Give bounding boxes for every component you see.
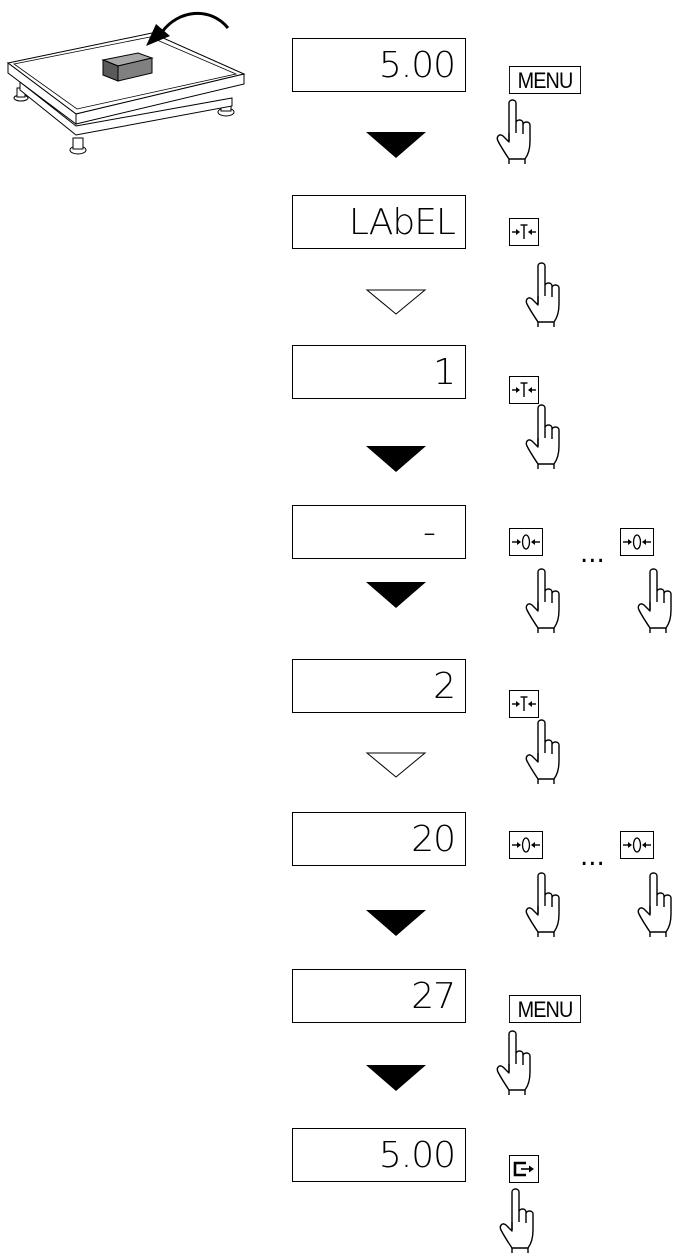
display-value: - <box>423 509 435 557</box>
tare-key[interactable] <box>509 218 539 246</box>
display-step-4: - <box>292 505 466 559</box>
menu-key-step-1[interactable]: MENU <box>509 66 581 94</box>
arrow-down-filled-icon <box>366 910 426 936</box>
display-value: 27 <box>411 973 455 1021</box>
pointing-hand-icon <box>524 566 564 634</box>
display-step-7: 27 <box>292 969 466 1023</box>
pointing-hand-icon <box>524 260 564 328</box>
pointing-hand-icon <box>498 1186 538 1254</box>
tare-key[interactable] <box>509 690 539 718</box>
display-value: 1 <box>433 349 455 397</box>
pointing-hand-icon <box>524 717 564 785</box>
pointing-hand-icon <box>524 870 564 938</box>
display-value: LAbEL <box>349 199 455 247</box>
display-value: 2 <box>433 663 455 711</box>
pointing-hand-icon <box>636 870 676 938</box>
zero-key[interactable] <box>620 528 654 556</box>
repeat-ellipsis: ... <box>580 544 605 564</box>
print-key[interactable] <box>509 1155 539 1183</box>
menu-key-step-7[interactable]: MENU <box>509 995 581 1023</box>
scale-illustration <box>0 0 260 165</box>
arrow-down-filled-icon <box>366 582 426 608</box>
arrow-down-filled-icon <box>366 1065 426 1091</box>
display-value: 20 <box>411 816 455 864</box>
display-step-5: 2 <box>292 659 466 713</box>
display-value: 5.00 <box>379 42 455 90</box>
pointing-hand-icon <box>495 1028 535 1096</box>
display-step-1: 5.00 <box>292 38 466 92</box>
arrow-down-filled-icon <box>366 132 426 158</box>
pointing-hand-icon <box>495 97 535 165</box>
tare-key[interactable] <box>509 376 539 404</box>
arrow-down-outline-icon <box>366 752 426 778</box>
repeat-ellipsis: ... <box>580 847 605 867</box>
display-step-3: 1 <box>292 345 466 399</box>
display-step-8: 5.00 <box>292 1128 466 1182</box>
pointing-hand-icon <box>636 566 676 634</box>
zero-key[interactable] <box>620 831 654 859</box>
arrow-down-filled-icon <box>366 446 426 472</box>
display-step-6: 20 <box>292 812 466 866</box>
arrow-down-outline-icon <box>366 289 426 315</box>
zero-key[interactable] <box>509 831 543 859</box>
display-value: 5.00 <box>379 1132 455 1180</box>
zero-key[interactable] <box>509 528 543 556</box>
pointing-hand-icon <box>524 402 564 470</box>
display-step-2: LAbEL <box>292 195 466 249</box>
